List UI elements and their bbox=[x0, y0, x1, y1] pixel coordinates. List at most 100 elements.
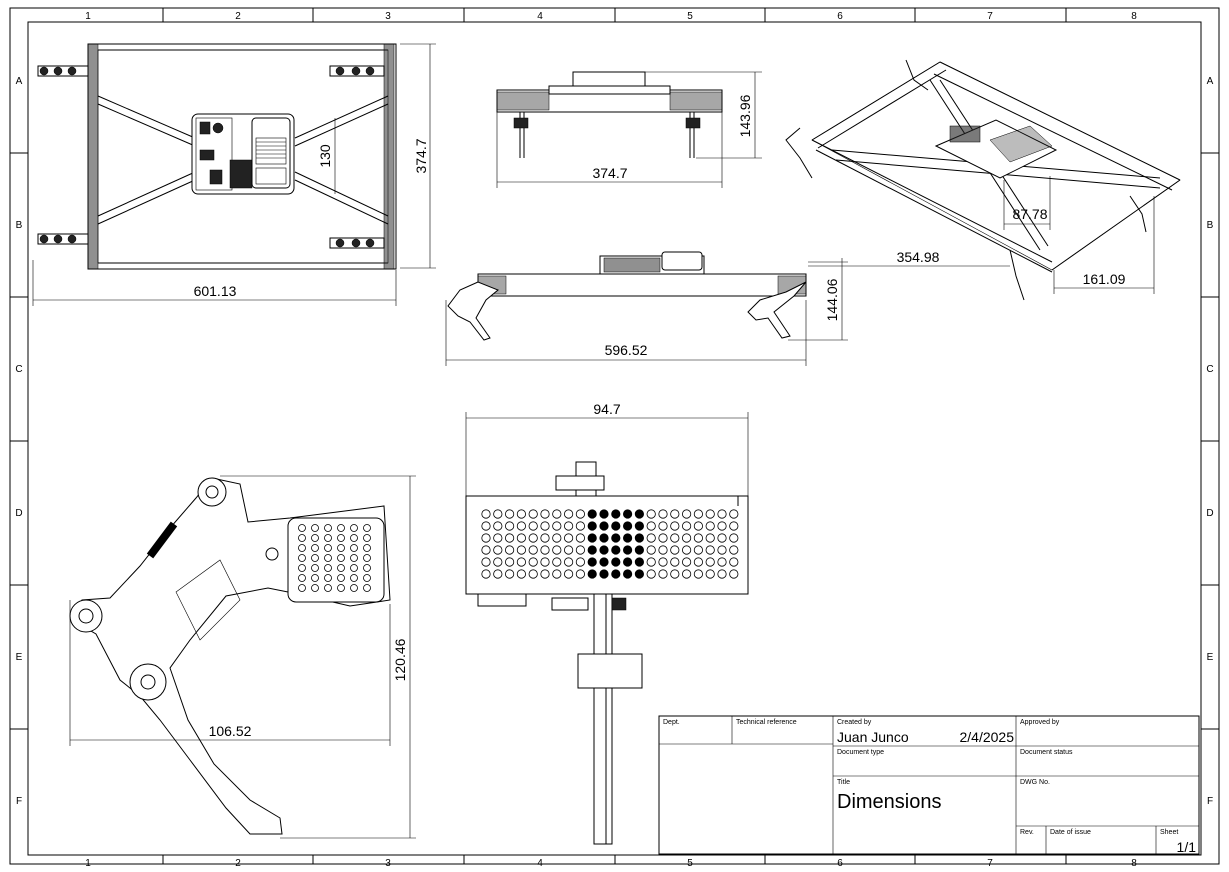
hole bbox=[634, 569, 645, 579]
dim-top-width: 601.13 bbox=[194, 283, 237, 299]
hole bbox=[658, 521, 668, 531]
hole bbox=[634, 521, 645, 531]
hole bbox=[324, 584, 332, 592]
foot-hole-grid bbox=[481, 509, 739, 579]
hole bbox=[717, 569, 727, 579]
hole bbox=[552, 557, 562, 567]
col-label: 5 bbox=[687, 858, 693, 869]
hole bbox=[646, 569, 656, 579]
hole bbox=[337, 554, 345, 562]
row-label: B bbox=[1207, 220, 1214, 231]
hole bbox=[540, 521, 550, 531]
hole bbox=[705, 521, 715, 531]
hole bbox=[298, 574, 306, 582]
hole bbox=[611, 521, 621, 531]
foot-detail-view: 94.7 bbox=[465, 401, 749, 845]
hole bbox=[670, 533, 680, 543]
hole bbox=[705, 533, 715, 543]
row-label: C bbox=[15, 364, 22, 375]
hole bbox=[504, 557, 515, 567]
hole bbox=[611, 557, 621, 567]
hole bbox=[337, 574, 345, 582]
hole bbox=[587, 521, 597, 531]
dim-top-inner: 130 bbox=[317, 144, 333, 168]
hole bbox=[516, 557, 527, 567]
hole bbox=[717, 521, 727, 531]
hole bbox=[599, 545, 609, 555]
hole bbox=[350, 584, 358, 592]
hole bbox=[350, 534, 358, 542]
hole bbox=[528, 521, 538, 531]
hole bbox=[552, 521, 562, 531]
col-label: 7 bbox=[987, 11, 993, 22]
hole bbox=[516, 521, 527, 531]
hole bbox=[504, 521, 515, 531]
hole bbox=[516, 545, 527, 555]
hole bbox=[350, 554, 358, 562]
hole bbox=[622, 545, 633, 555]
hole bbox=[634, 509, 645, 519]
hole bbox=[504, 533, 515, 543]
hole bbox=[622, 557, 633, 567]
hole bbox=[528, 509, 538, 519]
hole bbox=[493, 557, 503, 567]
tech-ref-label: Technical reference bbox=[736, 719, 797, 726]
hole bbox=[646, 557, 656, 567]
leg-detail-view: 106.52 120.46 bbox=[69, 475, 416, 839]
dim-leg-width: 106.52 bbox=[209, 723, 252, 739]
hole bbox=[729, 509, 739, 519]
hole bbox=[363, 534, 371, 542]
hole bbox=[337, 534, 345, 542]
hole bbox=[528, 569, 538, 579]
hole bbox=[337, 564, 345, 572]
hole bbox=[634, 557, 645, 567]
dim-side-width: 596.52 bbox=[605, 342, 648, 358]
hole bbox=[681, 557, 692, 567]
hole bbox=[324, 564, 332, 572]
hole bbox=[298, 554, 306, 562]
hole bbox=[528, 533, 538, 543]
hole bbox=[729, 557, 739, 567]
side-view: 596.52 144.06 bbox=[445, 251, 848, 366]
hole bbox=[528, 557, 538, 567]
hole bbox=[693, 509, 704, 519]
hole bbox=[493, 509, 503, 519]
hole bbox=[493, 545, 503, 555]
hole bbox=[311, 524, 319, 532]
col-label: 1 bbox=[85, 858, 91, 869]
hole bbox=[516, 509, 527, 519]
hole bbox=[575, 569, 586, 579]
hole bbox=[540, 509, 550, 519]
hole bbox=[622, 533, 633, 543]
hole bbox=[622, 569, 633, 579]
hole bbox=[363, 574, 371, 582]
hole bbox=[563, 545, 574, 555]
hole bbox=[729, 569, 739, 579]
hole bbox=[717, 545, 727, 555]
hole bbox=[324, 544, 332, 552]
dim-iso-b: 354.98 bbox=[897, 249, 940, 265]
col-label: 5 bbox=[687, 11, 693, 22]
sheet-value: 1/1 bbox=[1177, 839, 1197, 855]
hole bbox=[717, 509, 727, 519]
hole bbox=[324, 554, 332, 562]
row-label: D bbox=[1206, 508, 1213, 519]
row-label: E bbox=[16, 652, 23, 663]
hole bbox=[350, 524, 358, 532]
hole bbox=[670, 569, 680, 579]
hole bbox=[563, 533, 574, 543]
hole bbox=[670, 545, 680, 555]
hole bbox=[528, 545, 538, 555]
hole bbox=[681, 569, 692, 579]
title-label: Title bbox=[837, 779, 850, 786]
row-label: A bbox=[1207, 76, 1214, 87]
zone-ticks bbox=[10, 8, 1219, 864]
hole bbox=[481, 569, 491, 579]
hole bbox=[363, 544, 371, 552]
hole bbox=[540, 533, 550, 543]
hole bbox=[493, 521, 503, 531]
drawing-title: Dimensions bbox=[837, 791, 941, 813]
top-view: 601.13 374.7 130 bbox=[32, 43, 436, 306]
hole bbox=[634, 533, 645, 543]
hole bbox=[575, 521, 586, 531]
